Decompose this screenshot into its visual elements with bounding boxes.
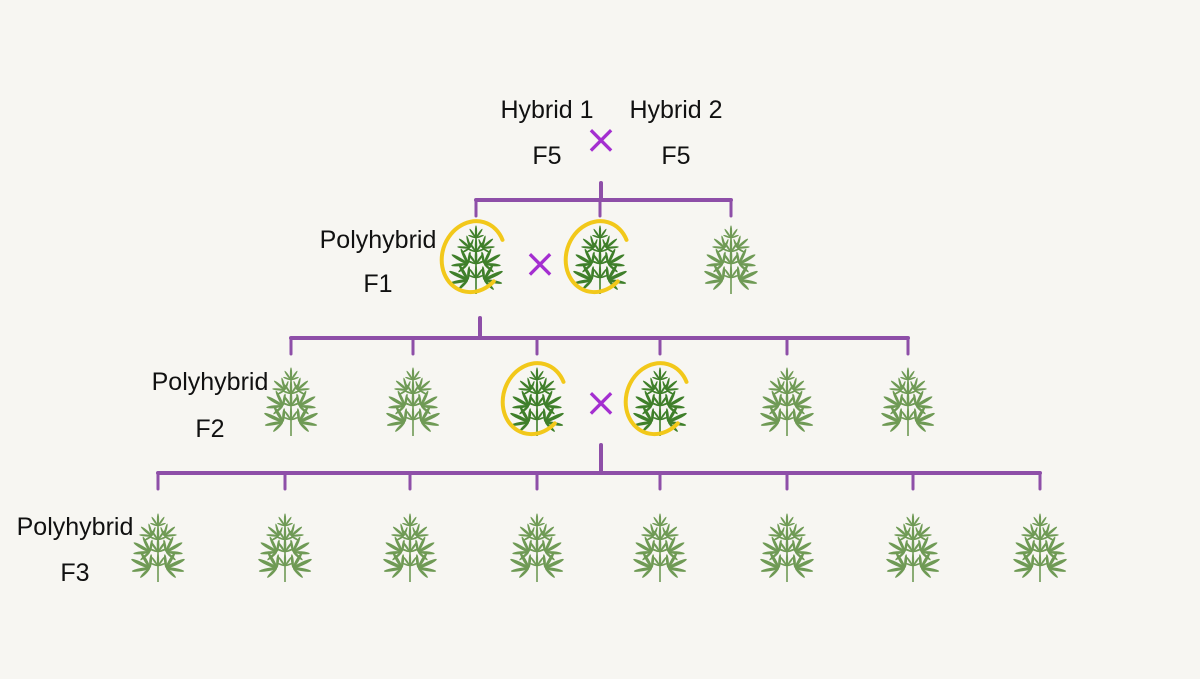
cannabis-plant-icon	[876, 367, 941, 436]
generation-2-code: F2	[195, 415, 224, 443]
cannabis-plant-icon	[755, 513, 820, 582]
generation-3-label: Polyhybrid	[17, 513, 134, 541]
cross-x-icon: ×	[523, 241, 557, 287]
parent-2-generation: F5	[661, 142, 690, 170]
cannabis-plant-icon	[505, 513, 570, 582]
selection-circle	[439, 219, 505, 295]
cannabis-plant-icon	[699, 225, 764, 294]
cannabis-plant-icon	[126, 513, 191, 582]
parent-1-name: Hybrid 1	[500, 96, 593, 124]
selection-circle	[623, 361, 689, 437]
cross-x-icon: ×	[584, 117, 618, 163]
cannabis-plant-icon	[381, 367, 446, 436]
cross-x-icon: ×	[584, 380, 618, 426]
selection-circle	[563, 219, 629, 295]
cannabis-plant-icon	[1008, 513, 1073, 582]
generation-2-label: Polyhybrid	[152, 368, 269, 396]
cannabis-plant-icon	[881, 513, 946, 582]
parent-1-generation: F5	[532, 142, 561, 170]
generation-1-code: F1	[363, 270, 392, 298]
cannabis-plant-icon	[755, 367, 820, 436]
cannabis-plant-icon	[378, 513, 443, 582]
parent-2-name: Hybrid 2	[629, 96, 722, 124]
generation-3-code: F3	[60, 559, 89, 587]
cannabis-plant-icon	[628, 513, 693, 582]
cannabis-plant-icon	[253, 513, 318, 582]
selection-circle	[500, 361, 566, 437]
generation-1-label: Polyhybrid	[320, 226, 437, 254]
